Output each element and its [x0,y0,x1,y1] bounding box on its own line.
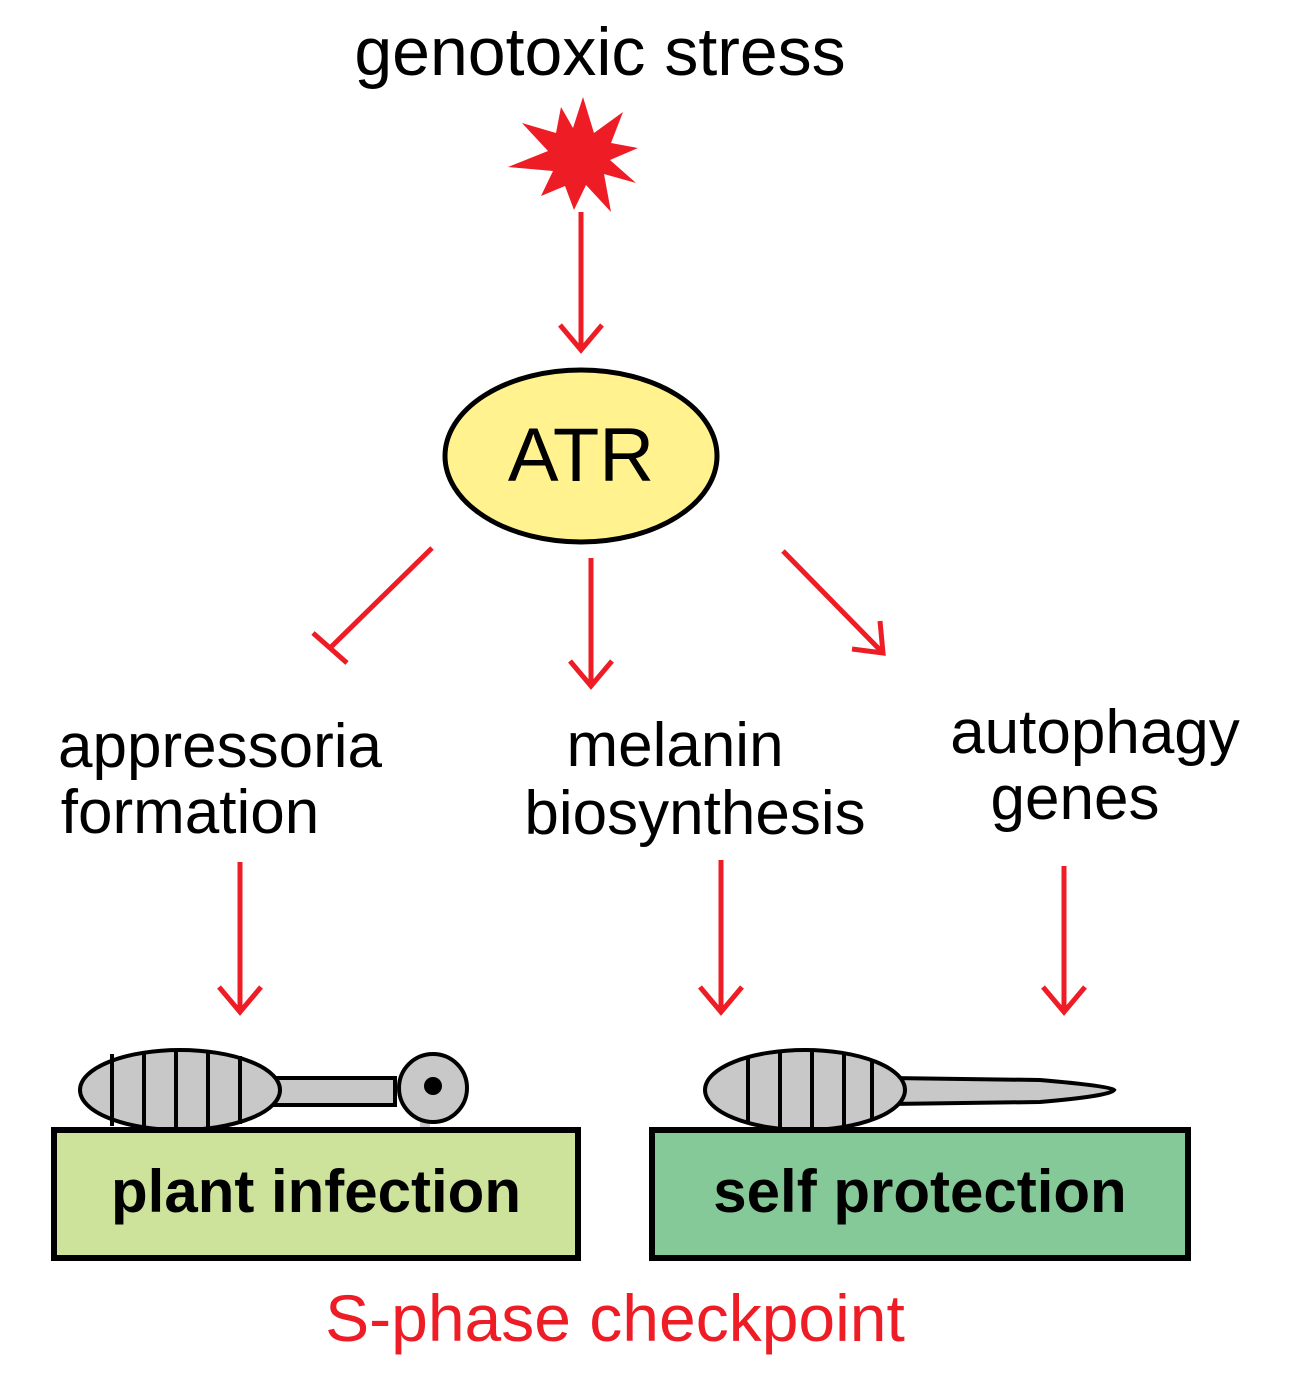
autophagy-genes-label: autophagy genes [900,700,1290,832]
autophagy-line-1: autophagy [950,698,1240,767]
arrow-atr-to-melanin [568,558,614,690]
germ-tube-cell-icon [703,1048,1117,1132]
plant-infection-box [51,1127,581,1261]
self-protection-label: self protection [713,1158,1127,1225]
arrow-appressoria-to-infection [217,862,263,1016]
s-phase-checkpoint-label: S-phase checkpoint [325,1281,905,1355]
arrow-autophagy-to-protection [1041,866,1087,1016]
stress-star-icon [508,97,638,212]
arrow-melanin-to-protection [698,860,744,1016]
melanin-biosynthesis-label: melanin biosynthesis [470,712,920,848]
melanin-line-2: biosynthesis [524,779,866,848]
appressoria-line-2: formation [60,778,320,847]
self-protection-box [649,1127,1191,1261]
atr-node [442,367,720,545]
inhibition-atr-to-appressoria [311,546,434,665]
atr-label: ATR [507,413,655,498]
appressorium-cell-icon [78,1048,469,1132]
appressoria-formation-label: appressoria formation [10,714,430,846]
arrow-atr-to-autophagy [781,549,886,656]
plant-infection-label: plant infection [111,1158,521,1225]
appressoria-line-1: appressoria [58,712,382,781]
arrow-stress-to-atr [558,212,604,354]
melanin-line-1: melanin [566,711,784,780]
autophagy-line-2: genes [990,764,1160,833]
diagram-title: genotoxic stress [354,14,846,90]
